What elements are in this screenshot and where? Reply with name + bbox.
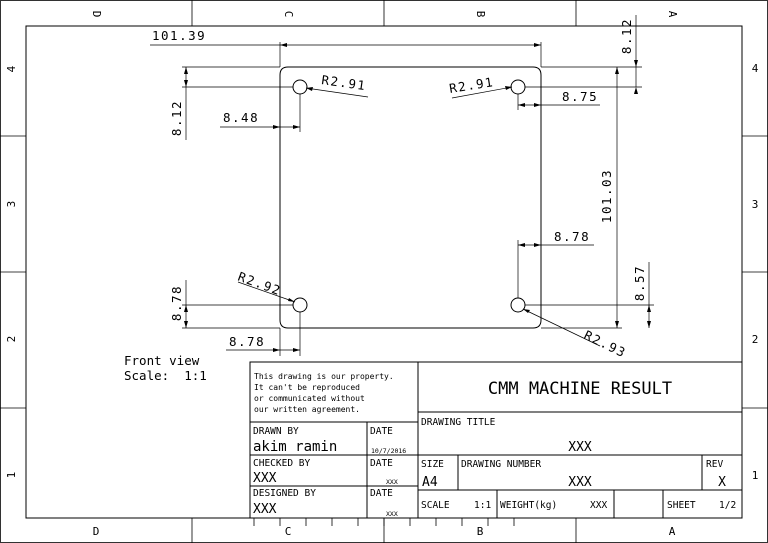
checked-by-value: XXX (253, 471, 277, 486)
dim-hole-bl-x (226, 312, 301, 356)
designed-by-label: DESIGNED BY (253, 488, 316, 499)
dim-text-hole-tl-x: 8.48 (223, 110, 259, 125)
drawing-title-label: DRAWING TITLE (421, 417, 496, 428)
rev-label: REV (706, 459, 723, 470)
zone-number-left-2: 2 (5, 336, 18, 343)
drawn-date-label: DATE (370, 426, 393, 437)
size-label: SIZE (421, 459, 444, 470)
checked-date-value: XXX (386, 478, 398, 486)
dim-text-hole-bl-x: 8.78 (229, 334, 265, 349)
zone-letter-top-c: C (282, 11, 295, 18)
zone-number-left-1: 1 (5, 472, 18, 479)
dim-text-hole-bl-y: 8.78 (169, 285, 184, 321)
notice-line-2: It can't be reproduced (254, 383, 360, 392)
rev-value: X (718, 475, 726, 490)
drawn-by-value: akim ramin (253, 439, 337, 455)
checked-by-label: CHECKED BY (253, 458, 310, 469)
dim-text-top-right-offset: 8.12 (619, 18, 634, 54)
leader-radius-tl (305, 87, 369, 98)
dim-hole-bl-y (182, 280, 293, 329)
dim-text-overall-height: 101.03 (599, 169, 614, 223)
zone-letter-bottom-a: A (669, 525, 676, 538)
notice-line-1: This drawing is our property. (254, 372, 394, 381)
dim-overall-width (150, 42, 542, 67)
leader-radius-br (522, 308, 601, 347)
notice-line-4: our written agreement. (254, 405, 360, 414)
dim-hole-tr-x (517, 94, 600, 110)
zone-number-right-4: 4 (752, 62, 759, 75)
zone-letter-top-d: D (90, 11, 103, 18)
weight-label: WEIGHT(kg) (500, 500, 557, 511)
zone-letter-bottom-d: D (93, 525, 100, 538)
dim-text-radius-tl: R2.91 (321, 72, 368, 93)
dim-text-overall-width: 101.39 (152, 28, 206, 43)
dim-left-top-offset (182, 66, 293, 140)
dim-hole-tl-x (220, 94, 301, 132)
dim-text-left-top-offset: 8.12 (169, 100, 184, 136)
size-value: A4 (422, 475, 438, 490)
drawing-number-label: DRAWING NUMBER (461, 459, 541, 470)
hole-top-left (292, 79, 308, 95)
dim-overall-height (541, 67, 622, 329)
scale-value: 1:1 (474, 500, 491, 511)
dim-text-radius-tr: R2.91 (448, 74, 495, 96)
sheet-value: 1/2 (719, 500, 736, 511)
zone-number-left-4: 4 (5, 65, 18, 72)
dim-text-hole-tr-x: 8.75 (562, 89, 598, 104)
view-name: Front view (124, 353, 200, 368)
drawn-date-value: 10/7/2016 (371, 447, 406, 455)
ruler-ticks (253, 517, 515, 526)
zone-number-right-1: 1 (752, 469, 759, 482)
designed-date-value: XXX (386, 510, 398, 518)
leader-radius-tr (451, 86, 513, 99)
zone-number-left-3: 3 (5, 201, 18, 208)
drawing-number-value: XXX (568, 475, 592, 490)
zone-letter-bottom-b: B (477, 525, 484, 538)
zone-number-right-2: 2 (752, 333, 759, 346)
sheet-label: SHEET (667, 500, 696, 511)
leader-radius-bl (237, 281, 296, 303)
zone-number-right-3: 3 (752, 198, 759, 211)
company-title: CMM MACHINE RESULT (488, 379, 672, 399)
dim-text-radius-br: R2.93 (582, 327, 629, 360)
zone-letter-top-a: A (666, 11, 679, 18)
view-scale: Scale: 1:1 (124, 368, 207, 383)
dim-text-hole-br-y: 8.57 (632, 265, 647, 301)
dim-top-right-offset (525, 15, 642, 94)
checked-date-label: DATE (370, 458, 393, 469)
notice-line-3: or communicated without (254, 394, 365, 403)
dim-text-radius-bl: R2.92 (236, 269, 284, 299)
dim-hole-br-x (517, 240, 594, 298)
drawing-title-value: XXX (568, 440, 592, 455)
part-outline (279, 66, 542, 329)
hole-top-right (510, 79, 526, 95)
designed-by-value: XXX (253, 502, 277, 517)
drawn-by-label: DRAWN BY (253, 426, 299, 437)
hole-bottom-left (292, 297, 308, 313)
weight-value: XXX (590, 500, 607, 511)
zone-letter-bottom-c: C (285, 525, 292, 538)
scale-label: SCALE (421, 500, 450, 511)
hole-bottom-right (510, 297, 526, 313)
zone-letter-top-b: B (474, 11, 487, 18)
dim-hole-br-y (525, 262, 654, 328)
dim-text-hole-br-x: 8.78 (554, 229, 590, 244)
designed-date-label: DATE (370, 488, 393, 499)
